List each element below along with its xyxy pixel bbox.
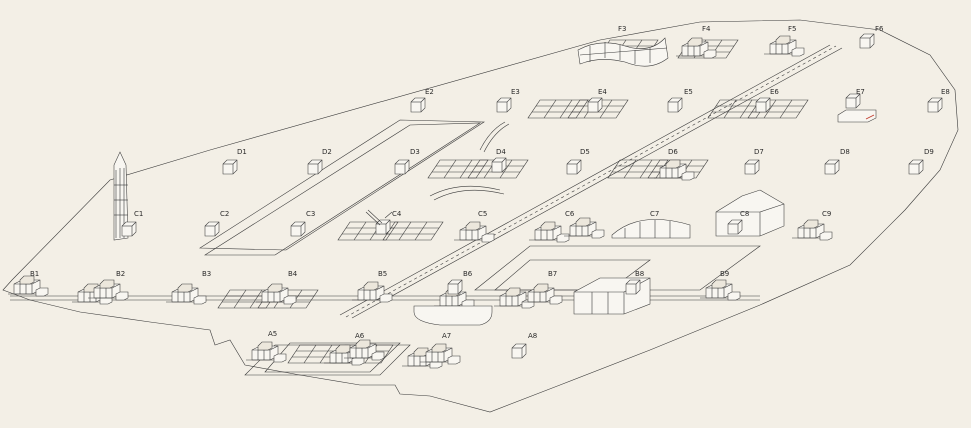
building-f3-wavy bbox=[577, 37, 669, 67]
building-d5 bbox=[566, 159, 582, 175]
building-c5 bbox=[453, 221, 495, 243]
building-b8 bbox=[573, 277, 651, 315]
label-e3: E3 bbox=[511, 88, 520, 96]
label-b1: B1 bbox=[30, 270, 39, 278]
label-f3: F3 bbox=[618, 25, 626, 33]
building-c9 bbox=[791, 219, 833, 241]
label-c3: C3 bbox=[306, 210, 315, 218]
building-f6 bbox=[859, 33, 875, 49]
label-e8: E8 bbox=[941, 88, 950, 96]
label-e2: E2 bbox=[425, 88, 434, 96]
building-c2 bbox=[204, 221, 220, 237]
building-c4 bbox=[365, 209, 393, 235]
building-d9 bbox=[908, 159, 924, 175]
label-c2: C2 bbox=[220, 210, 229, 218]
building-d1 bbox=[222, 159, 238, 175]
label-c1: C1 bbox=[134, 210, 143, 218]
label-f6: F6 bbox=[875, 25, 884, 33]
main-diagonal-road bbox=[339, 44, 831, 316]
label-d9: D9 bbox=[924, 148, 934, 156]
building-b3 bbox=[165, 283, 207, 305]
label-b8: B8 bbox=[635, 270, 644, 278]
building-e8 bbox=[927, 97, 943, 113]
building-c7-dome bbox=[611, 219, 691, 239]
building-b4 bbox=[255, 283, 297, 305]
building-d8 bbox=[824, 159, 840, 175]
label-b7: B7 bbox=[548, 270, 557, 278]
label-f4: F4 bbox=[702, 25, 711, 33]
building-c3 bbox=[290, 221, 306, 237]
building-e7 bbox=[837, 93, 877, 123]
zone-d-parallelogram bbox=[203, 122, 482, 256]
label-c6: C6 bbox=[565, 210, 575, 218]
label-d8: D8 bbox=[840, 148, 850, 156]
label-e6: E6 bbox=[770, 88, 779, 96]
label-b3: B3 bbox=[202, 270, 211, 278]
label-b6: B6 bbox=[463, 270, 473, 278]
building-c6 bbox=[528, 221, 570, 243]
building-a8 bbox=[511, 343, 527, 359]
building-b1 bbox=[7, 275, 49, 297]
site-boundary bbox=[2, 19, 959, 413]
label-d7: D7 bbox=[754, 148, 764, 156]
building-c1-tower bbox=[113, 151, 137, 241]
building-e5 bbox=[667, 97, 683, 113]
label-d3: D3 bbox=[410, 148, 420, 156]
label-b9: B9 bbox=[720, 270, 729, 278]
building-f5 bbox=[763, 35, 805, 57]
label-a6: A6 bbox=[355, 332, 365, 340]
building-d4 bbox=[491, 157, 507, 173]
label-c9: C9 bbox=[822, 210, 831, 218]
building-d2 bbox=[307, 159, 323, 175]
building-b6-base bbox=[413, 279, 493, 326]
building-e6 bbox=[755, 97, 771, 113]
building-e3 bbox=[496, 97, 512, 113]
label-b5: B5 bbox=[378, 270, 387, 278]
label-c5: C5 bbox=[478, 210, 487, 218]
label-a8: A8 bbox=[528, 332, 537, 340]
label-c8: C8 bbox=[740, 210, 749, 218]
label-f5: F5 bbox=[788, 25, 796, 33]
label-a5: A5 bbox=[268, 330, 277, 338]
zone-c-east-rect bbox=[474, 245, 761, 291]
building-b5 bbox=[351, 281, 393, 303]
label-b2: B2 bbox=[116, 270, 125, 278]
building-e2 bbox=[410, 97, 426, 113]
label-e7: E7 bbox=[856, 88, 865, 96]
label-b4: B4 bbox=[288, 270, 298, 278]
building-b9 bbox=[699, 279, 741, 301]
label-e5: E5 bbox=[684, 88, 693, 96]
building-d3 bbox=[394, 159, 410, 175]
building-c8-gable bbox=[715, 189, 785, 237]
zone-c-west-parallelogram bbox=[199, 119, 485, 251]
label-e4: E4 bbox=[598, 88, 607, 96]
label-c7: C7 bbox=[650, 210, 659, 218]
label-d5: D5 bbox=[580, 148, 590, 156]
building-d6 bbox=[653, 159, 695, 181]
building-e4 bbox=[587, 97, 603, 113]
label-d1: D1 bbox=[237, 148, 247, 156]
label-c4: C4 bbox=[392, 210, 402, 218]
label-d6: D6 bbox=[668, 148, 678, 156]
building-f4 bbox=[675, 37, 717, 59]
label-d4: D4 bbox=[496, 148, 506, 156]
label-a7: A7 bbox=[442, 332, 451, 340]
building-d7 bbox=[744, 159, 760, 175]
label-d2: D2 bbox=[322, 148, 332, 156]
